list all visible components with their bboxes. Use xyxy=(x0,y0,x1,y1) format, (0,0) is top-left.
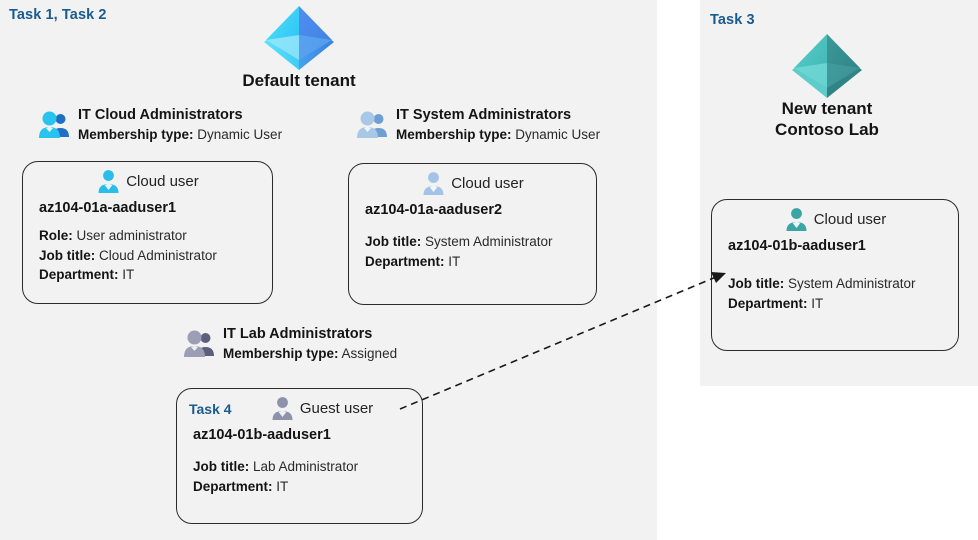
group-membership-type: Membership type: Dynamic User xyxy=(396,126,600,144)
user-card-az104-01a-aaduser2[interactable]: Cloud user az104-01a-aaduser2 Job title:… xyxy=(348,163,597,305)
attribute-label: Job title: xyxy=(193,459,250,474)
new-tenant-name-line2: Contoso Lab xyxy=(775,120,879,140)
user-type-label: Cloud user xyxy=(126,173,199,190)
attribute-value: IT xyxy=(448,253,461,269)
user-card-az104-01a-aaduser1[interactable]: Cloud user az104-01a-aaduser1 Role: User… xyxy=(22,161,273,304)
attribute-label: Department: xyxy=(728,295,808,311)
user-type-label: Guest user xyxy=(299,400,374,417)
attribute-row: Job title: Lab Administrator xyxy=(193,457,422,477)
card-header: Task 4 Guest user xyxy=(177,389,422,421)
attribute-label: Department: xyxy=(193,478,273,494)
attribute-row: Department: IT xyxy=(193,477,422,497)
group-users-icon xyxy=(184,330,214,357)
task-label-1-2: Task 1, Task 2 xyxy=(9,7,107,23)
attribute-value: IT xyxy=(276,478,289,494)
attribute-row: Department: IT xyxy=(365,252,596,272)
group-users-icon xyxy=(357,111,387,138)
user-upn: az104-01b-aaduser1 xyxy=(728,238,866,254)
attribute-value: User administrator xyxy=(76,228,187,243)
attribute-value: Cloud Administrator xyxy=(99,247,217,263)
azure-ad-tenant-icon xyxy=(264,6,334,70)
group-membership-value: Assigned xyxy=(341,345,398,361)
user-card-az104-01b-aaduser1-guest[interactable]: Task 4 Guest user az104-01b-aaduser1 Job… xyxy=(176,388,423,524)
guest-user-icon xyxy=(272,397,293,420)
user-upn: az104-01a-aaduser1 xyxy=(39,200,177,216)
group-users-icon xyxy=(39,111,69,138)
user-type-label: Cloud user xyxy=(813,211,887,228)
attribute-label: Job title: xyxy=(365,234,422,249)
group-membership-value: Dynamic User xyxy=(197,126,283,142)
group-name: IT Lab Administrators xyxy=(223,326,373,342)
attribute-row: Job title: System Administrator xyxy=(728,274,958,294)
group-it-system-administrators: IT System Administrators Membership type… xyxy=(356,106,600,144)
group-it-cloud-administrators: IT Cloud Administrators Membership type:… xyxy=(38,106,282,144)
attribute-row: Department: IT xyxy=(728,294,958,314)
user-attributes: Job title: Lab Administrator Department:… xyxy=(177,443,422,496)
default-tenant-name: Default tenant xyxy=(242,71,356,90)
cloud-user-icon xyxy=(423,172,444,195)
new-tenant-block: New tenant Contoso Lab xyxy=(742,30,912,141)
attribute-row: Job title: System Administrator xyxy=(365,232,596,252)
attribute-label: Job title: xyxy=(728,276,785,291)
attribute-row: Department: IT xyxy=(39,265,272,285)
group-membership-label: Membership type: xyxy=(223,345,339,361)
attribute-label: Job title: xyxy=(39,247,96,263)
attribute-row: Role: User administrator xyxy=(39,226,272,246)
attribute-value: IT xyxy=(122,267,135,283)
attribute-label: Department: xyxy=(39,267,119,283)
attribute-value: System Administrator xyxy=(788,276,916,291)
group-name: IT System Administrators xyxy=(396,107,572,123)
task-label-3: Task 3 xyxy=(710,12,755,28)
card-header: Cloud user xyxy=(712,200,958,232)
cloud-user-icon xyxy=(98,170,119,193)
group-membership-label: Membership type: xyxy=(78,126,194,142)
card-header: Cloud user xyxy=(349,164,596,196)
user-upn: az104-01a-aaduser2 xyxy=(365,202,503,218)
cloud-user-icon xyxy=(786,208,807,231)
user-attributes: Job title: System Administrator Departme… xyxy=(712,254,958,313)
new-tenant-name-line1: New tenant xyxy=(781,99,873,118)
azure-ad-tenant-icon xyxy=(792,34,862,98)
group-name: IT Cloud Administrators xyxy=(78,107,243,123)
user-upn: az104-01b-aaduser1 xyxy=(193,427,331,443)
group-membership-label: Membership type: xyxy=(396,126,512,142)
attribute-value: Lab Administrator xyxy=(253,459,359,474)
attribute-value: System Administrator xyxy=(425,234,553,249)
attribute-label: Role: xyxy=(39,228,73,243)
card-header: Cloud user xyxy=(23,162,272,194)
attribute-label: Department: xyxy=(365,253,445,269)
user-type-label: Cloud user xyxy=(451,175,524,192)
user-attributes: Role: User administrator Job title: Clou… xyxy=(23,216,272,285)
attribute-value: IT xyxy=(811,295,824,311)
group-membership-type: Membership type: Assigned xyxy=(223,345,397,363)
default-tenant-block: Default tenant xyxy=(214,2,384,91)
user-card-az104-01b-aaduser1-tenant[interactable]: Cloud user az104-01b-aaduser1 Job title:… xyxy=(711,199,959,351)
user-attributes: Job title: System Administrator Departme… xyxy=(349,218,596,271)
attribute-row: Job title: Cloud Administrator xyxy=(39,246,272,266)
task-label-4: Task 4 xyxy=(189,401,232,417)
group-membership-value: Dynamic User xyxy=(515,126,601,142)
group-membership-type: Membership type: Dynamic User xyxy=(78,126,282,144)
group-it-lab-administrators: IT Lab Administrators Membership type: A… xyxy=(183,325,397,363)
